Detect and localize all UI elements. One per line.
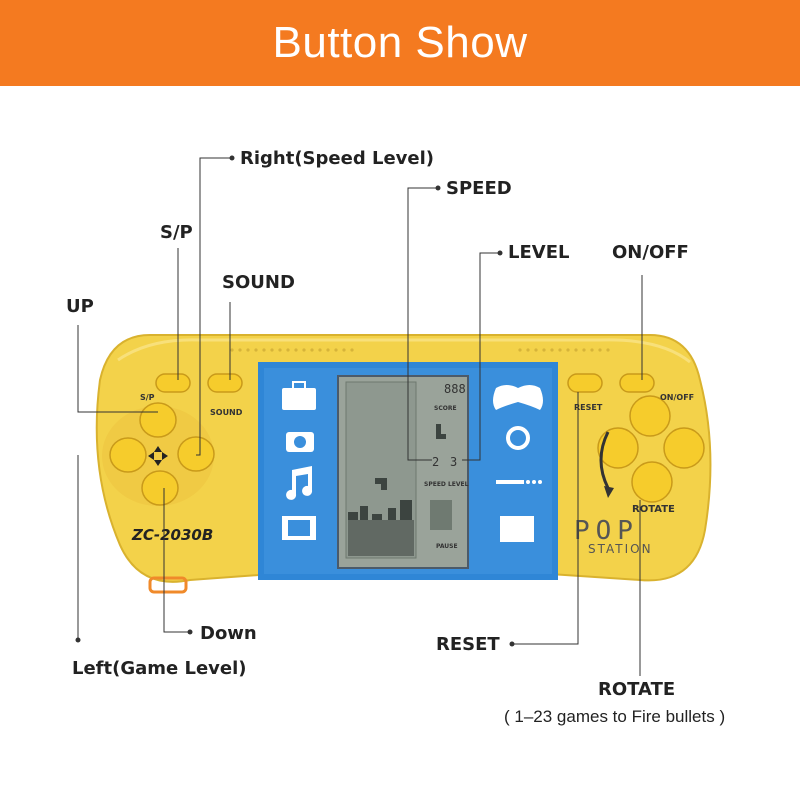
toolbox-icon bbox=[282, 388, 316, 410]
sound-button bbox=[207, 373, 243, 393]
brand-station: STATION bbox=[588, 542, 653, 556]
sp-button bbox=[155, 373, 191, 393]
action-button-top bbox=[629, 395, 671, 437]
lcd-pause-label: PAUSE bbox=[436, 543, 458, 550]
callout-rotate-note: ( 1–23 games to Fire bullets ) bbox=[504, 707, 726, 726]
up-button bbox=[139, 402, 177, 438]
sd-card-icon bbox=[500, 516, 534, 542]
lcd-score-digits: 888 bbox=[444, 382, 466, 396]
brand-pop: POP bbox=[574, 516, 639, 546]
header-banner: Button Show bbox=[0, 0, 800, 86]
onoff-button bbox=[619, 373, 655, 393]
reset-button-label: RESET bbox=[574, 403, 603, 412]
callout-right: Right(Speed Level) bbox=[240, 148, 434, 169]
callout-onoff: ON/OFF bbox=[612, 242, 689, 263]
rotate-arrow-icon bbox=[599, 431, 610, 489]
lcd-speed-digit: 2 bbox=[432, 455, 440, 469]
lcd-speed-level-label: SPEED LEVEL bbox=[424, 481, 469, 488]
reset-button bbox=[567, 373, 603, 393]
sound-button-label: SOUND bbox=[210, 408, 243, 417]
callout-level: LEVEL bbox=[508, 242, 570, 263]
action-button-left bbox=[597, 427, 639, 469]
action-button-right bbox=[663, 427, 705, 469]
left-button bbox=[109, 437, 147, 473]
callout-rotate: ROTATE bbox=[598, 679, 676, 700]
callout-sp: S/P bbox=[160, 222, 193, 243]
lcd-level-digit: 3 bbox=[450, 455, 458, 469]
lcd-score-label: SCORE bbox=[434, 405, 457, 412]
callout-down: Down bbox=[200, 623, 257, 644]
down-button bbox=[141, 470, 179, 506]
right-button bbox=[177, 436, 215, 472]
callout-up: UP bbox=[66, 296, 94, 317]
model-name: ZC-2030B bbox=[132, 526, 214, 544]
sp-button-label: S/P bbox=[140, 393, 155, 402]
rotate-button bbox=[631, 461, 673, 503]
onoff-button-label: ON/OFF bbox=[660, 393, 695, 402]
callout-sound: SOUND bbox=[222, 272, 295, 293]
callout-left: Left(Game Level) bbox=[72, 658, 247, 679]
rotate-button-label: ROTATE bbox=[632, 504, 675, 515]
banner-title: Button Show bbox=[272, 18, 528, 67]
callout-reset: RESET bbox=[436, 634, 500, 655]
music-note-icon bbox=[286, 466, 313, 500]
callout-speed: SPEED bbox=[446, 178, 512, 199]
